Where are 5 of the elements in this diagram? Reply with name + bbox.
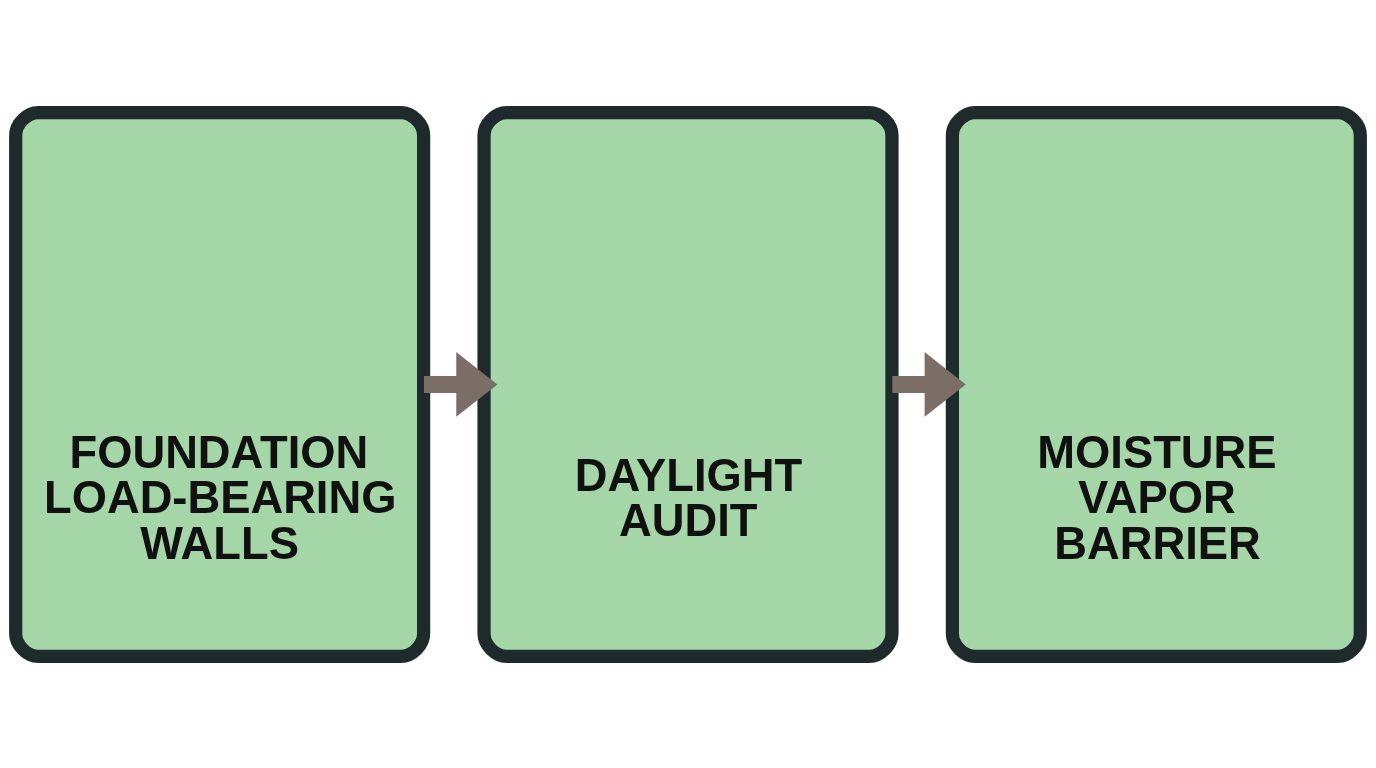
node-box: DAYLIGHT AUDIT bbox=[477, 105, 899, 663]
arrow bbox=[423, 351, 498, 417]
node-box: FOUNDATION LOAD-BEARING WALLS bbox=[9, 105, 431, 663]
arrow bbox=[892, 351, 966, 417]
node-box: MOISTURE VAPOR BARRIER bbox=[945, 105, 1367, 663]
